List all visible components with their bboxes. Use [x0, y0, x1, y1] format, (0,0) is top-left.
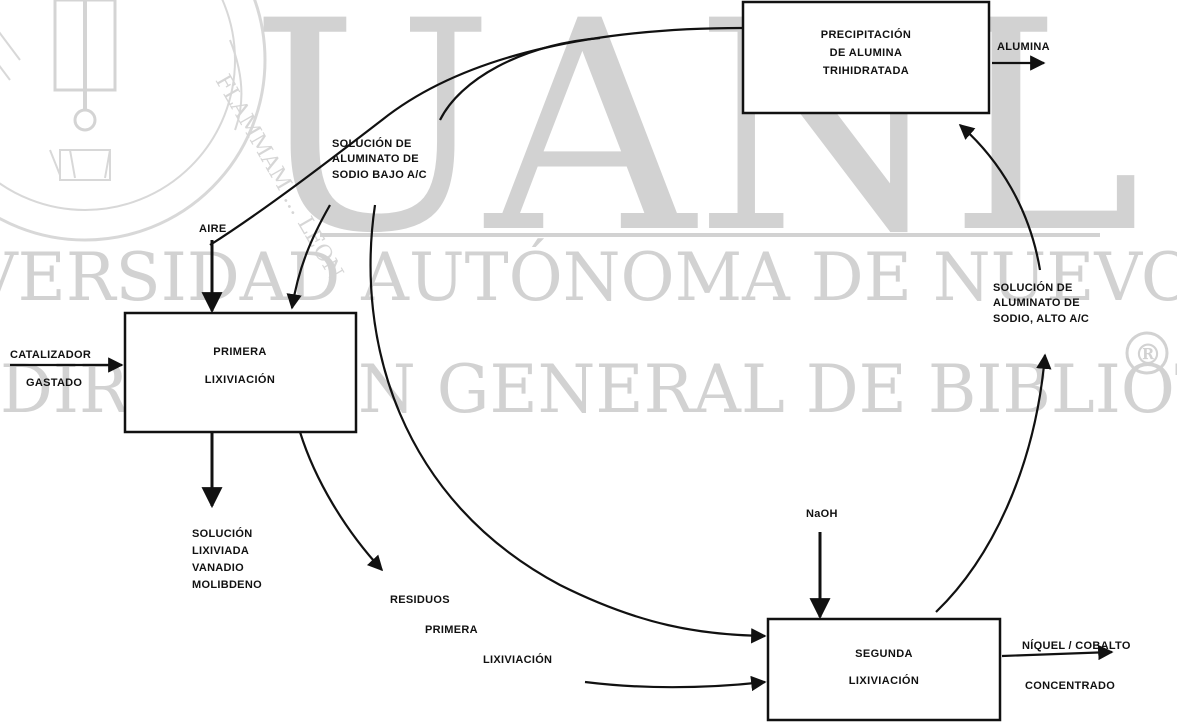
- solucion-line1: SOLUCIÓN: [192, 527, 252, 540]
- return-small-arrow: [439, 36, 601, 121]
- residuos-line1: RESIDUOS: [390, 594, 450, 606]
- aluminato-alto-line2: ALUMINATO DE: [993, 297, 1080, 309]
- label-alumina: ALUMINA: [997, 41, 1050, 53]
- alumina-text: ALUMINA: [997, 41, 1050, 53]
- aluminato-alto-line1: SOLUCIÓN DE: [993, 281, 1073, 294]
- label-residuos: RESIDUOS PRIMERA LIXIVIACIÓN: [390, 594, 552, 666]
- precipitacion-line2: DE ALUMINA: [830, 47, 903, 59]
- solucion-line4: MOLIBDENO: [192, 579, 262, 591]
- label-aluminato-alto: SOLUCIÓN DE ALUMINATO DE SODIO, ALTO A/C: [993, 281, 1089, 325]
- registered-mark: ®: [1134, 338, 1162, 371]
- primera-line2: LIXIVIACIÓN: [205, 373, 275, 386]
- loop-left-arrow: [209, 26, 743, 246]
- primera-to-residuos-arrow: [298, 431, 384, 572]
- niquel-arrow: [1001, 644, 1114, 661]
- catalizador-line1: CATALIZADOR: [10, 349, 91, 361]
- aluminato-bajo-to-segunda-arrow: [369, 204, 767, 644]
- residuos-line2: PRIMERA: [425, 624, 478, 636]
- primera-line1: PRIMERA: [213, 346, 267, 358]
- segunda-line2: LIXIVIACIÓN: [849, 674, 919, 687]
- residuos-to-segunda-arrow: [584, 675, 767, 692]
- residuos-line3: LIXIVIACIÓN: [483, 653, 552, 666]
- label-catalizador: CATALIZADOR GASTADO: [10, 349, 91, 389]
- watermark-uanl: UANL: [250, 0, 1141, 297]
- niquel-line1: NÍQUEL / COBALTO: [1022, 639, 1131, 652]
- label-niquel: NÍQUEL / COBALTO CONCENTRADO: [1022, 639, 1131, 692]
- flow-arrows: [10, 26, 1114, 692]
- box-primera-lixiviacion: PRIMERA LIXIVIACIÓN: [123, 311, 358, 434]
- box-segunda-lixiviacion: SEGUNDA LIXIVIACIÓN: [766, 617, 1002, 722]
- label-aire: AIRE: [199, 223, 226, 235]
- precipitacion-line3: TRIHIDRATADA: [823, 65, 909, 77]
- niquel-line2: CONCENTRADO: [1025, 680, 1115, 692]
- solucion-line3: VANADIO: [192, 562, 244, 574]
- aluminato-bajo-line2: ALUMINATO DE: [332, 153, 419, 165]
- aluminato-bajo-to-primera-arrow: [286, 204, 331, 310]
- aluminato-alto-line3: SODIO, ALTO A/C: [993, 313, 1089, 325]
- alto-to-precipitacion-arrow: [958, 123, 1042, 271]
- label-naoh: NaOH: [806, 508, 838, 520]
- segunda-line1: SEGUNDA: [855, 648, 913, 660]
- box-precipitacion: PRECIPITACIÓN DE ALUMINA TRIHIDRATADA: [741, 0, 991, 115]
- label-aluminato-bajo: SOLUCIÓN DE ALUMINATO DE SODIO BAJO A/C: [332, 137, 427, 181]
- catalizador-line2: GASTADO: [26, 377, 82, 389]
- aluminato-bajo-line1: SOLUCIÓN DE: [332, 137, 412, 150]
- label-solucion-lixiviada: SOLUCIÓN LIXIVIADA VANADIO MOLIBDENO: [192, 527, 262, 591]
- solucion-line2: LIXIVIADA: [192, 545, 249, 557]
- segunda-to-alto-arrow: [935, 353, 1052, 613]
- precipitacion-line1: PRECIPITACIÓN: [821, 28, 912, 41]
- watermark-line1: VERSIDAD AUTÓNOMA DE NUEVO LEÓN: [0, 238, 1177, 316]
- aluminato-bajo-line3: SODIO BAJO A/C: [332, 169, 427, 181]
